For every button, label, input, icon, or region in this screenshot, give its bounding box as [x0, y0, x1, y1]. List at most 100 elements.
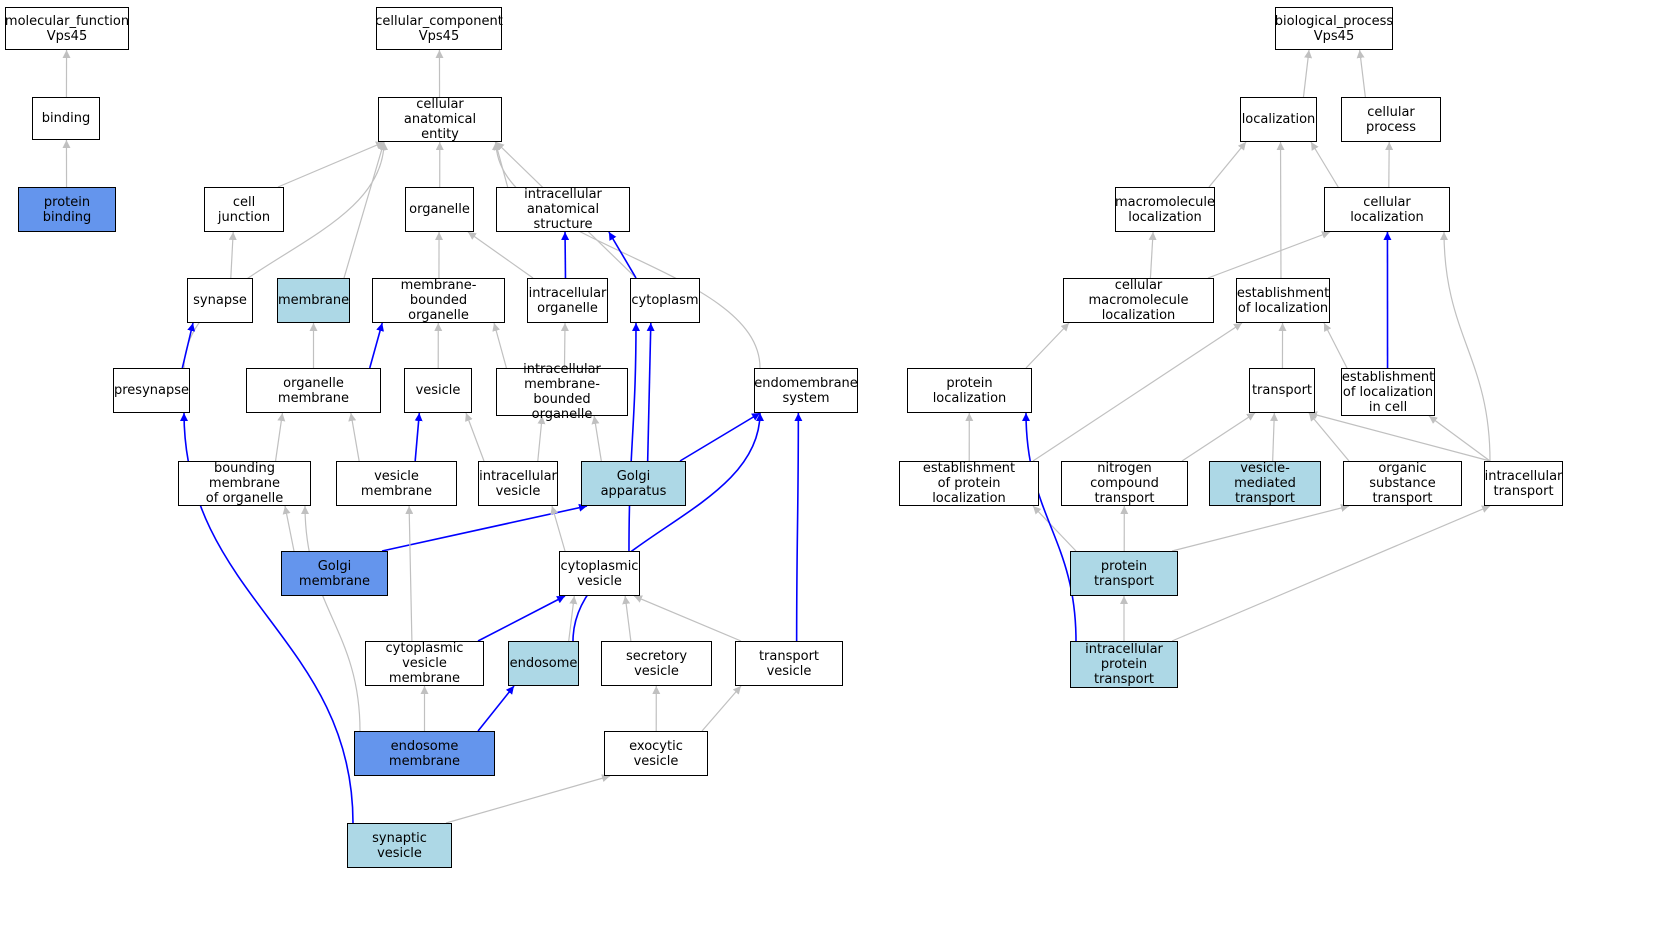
node-label: organelle	[409, 202, 470, 217]
node-label: protein transport	[1093, 558, 1155, 589]
node-organic-substance-transport[interactable]: organic substance transport	[1343, 461, 1462, 506]
edge-cytoplasmic-vesicle-to-intracellular-vesicle	[550, 505, 566, 552]
node-label: cell junction	[217, 194, 271, 225]
node-cell-junction[interactable]: cell junction	[204, 187, 284, 232]
node-label: secretory vesicle	[625, 648, 688, 679]
node-localization[interactable]: localization	[1240, 97, 1317, 142]
node-macromolecule-localization[interactable]: macromolecule localization	[1115, 187, 1215, 232]
node-intracellular-vesicle[interactable]: intracellular vesicle	[478, 461, 558, 506]
node-protein-transport[interactable]: protein transport	[1070, 551, 1178, 596]
node-binding[interactable]: binding	[32, 97, 100, 140]
node-label: intracellular anatomical structure	[524, 187, 602, 232]
edge-endosome-to-cytoplasmic-vesicle	[568, 595, 578, 642]
node-label: nitrogen compound transport	[1090, 461, 1159, 506]
node-cytoplasm[interactable]: cytoplasm	[630, 278, 700, 323]
edge-intracellular-vesicle-to-vesicle	[465, 412, 485, 462]
node-intracellular-protein-transport[interactable]: intracellular protein transport	[1070, 641, 1178, 688]
node-label: cellular_component Vps45	[375, 13, 503, 44]
node-label: biological_process Vps45	[1274, 13, 1394, 44]
node-cellular-localization[interactable]: cellular localization	[1324, 187, 1450, 232]
node-label: vesicle-mediated transport	[1234, 461, 1296, 506]
node-label: Golgi membrane	[298, 558, 371, 589]
edge-cellular-macromolecule-localization-to-cellular-localization	[1207, 231, 1331, 279]
edge-endosome-to-endomembrane-system	[572, 412, 764, 642]
node-membrane[interactable]: membrane	[277, 278, 350, 323]
node-protein-binding[interactable]: protein binding	[18, 187, 116, 232]
node-organelle-membrane[interactable]: organelle membrane	[246, 368, 381, 413]
node-endomembrane-system[interactable]: endomembrane system	[754, 368, 858, 413]
node-label: intracellular organelle	[528, 285, 607, 316]
node-transport-vesicle[interactable]: transport vesicle	[735, 641, 843, 686]
node-intracellular-transport[interactable]: intracellular transport	[1484, 461, 1563, 506]
edge-intracellular-protein-transport-to-intracellular-transport	[1171, 505, 1491, 642]
node-endosome-membrane[interactable]: endosome membrane	[354, 731, 495, 776]
node-protein-localization[interactable]: protein localization	[907, 368, 1032, 413]
edge-macromolecule-localization-to-localization	[1208, 141, 1247, 188]
node-synaptic-vesicle[interactable]: synaptic vesicle	[347, 823, 452, 868]
node-organelle[interactable]: organelle	[405, 187, 474, 232]
node-presynapse[interactable]: presynapse	[113, 368, 190, 413]
node-label: cytoplasm	[631, 293, 699, 308]
node-label: endosome membrane	[388, 738, 461, 769]
node-label: organelle membrane	[277, 375, 350, 406]
node-cellular-component[interactable]: cellular_component Vps45	[375, 7, 503, 50]
edge-cytoplasmic-vesicle-membrane-to-cytoplasmic-vesicle	[477, 595, 566, 642]
node-label: endosome	[509, 656, 578, 671]
node-label: cellular process	[1366, 104, 1416, 135]
node-label: cytoplasmic vesicle	[560, 558, 639, 589]
edge-exocytic-vesicle-to-transport-vesicle	[701, 685, 742, 732]
edge-presynapse-to-cellular-anatomical-entity	[183, 141, 388, 369]
node-intracellular-organelle[interactable]: intracellular organelle	[527, 278, 608, 323]
edge-cell-junction-to-cellular-anatomical-entity	[277, 141, 385, 188]
edge-cytoplasmic-vesicle-to-cytoplasm	[628, 322, 640, 552]
edge-localization-to-biological-process	[1302, 49, 1313, 98]
node-intracellular-mbo[interactable]: intracellular membrane-bounded organelle	[496, 362, 628, 422]
edge-organelle-membrane-to-membrane-bounded-organelle	[368, 322, 384, 369]
node-nitrogen-compound-transport[interactable]: nitrogen compound transport	[1061, 461, 1188, 506]
node-cytoplasmic-vesicle[interactable]: cytoplasmic vesicle	[559, 551, 640, 596]
node-synapse[interactable]: synapse	[187, 278, 253, 323]
node-transport[interactable]: transport	[1249, 368, 1315, 413]
node-bounding-membrane[interactable]: bounding membrane of organelle	[178, 461, 311, 506]
node-cellular-anatomical-entity[interactable]: cellular anatomical entity	[378, 97, 502, 142]
node-label: organic substance transport	[1369, 461, 1436, 506]
edge-transport-vesicle-to-cytoplasmic-vesicle	[633, 595, 742, 642]
node-label: protein binding	[42, 194, 92, 225]
node-cytoplasmic-vesicle-membrane[interactable]: cytoplasmic vesicle membrane	[365, 641, 484, 686]
node-label: transport vesicle	[758, 648, 820, 679]
node-label: Golgi apparatus	[600, 468, 667, 499]
node-secretory-vesicle[interactable]: secretory vesicle	[601, 641, 712, 686]
node-label: establishment of localization	[1236, 285, 1330, 316]
node-establishment-of-localization[interactable]: establishment of localization	[1236, 278, 1330, 323]
node-vesicle-mediated-transport[interactable]: vesicle-mediated transport	[1209, 461, 1321, 506]
edge-cellular-process-to-biological-process	[1356, 49, 1366, 98]
edge-cytoplasm-to-intracellular-anatomical-structure	[608, 231, 637, 279]
edge-intracellular-transport-to-cellular-localization	[1440, 231, 1491, 462]
edge-golgi-membrane-to-golgi-apparatus	[381, 503, 588, 552]
edge-endosome-membrane-to-endosome	[477, 685, 515, 732]
node-label: vesicle	[415, 383, 461, 398]
node-cellular-process[interactable]: cellular process	[1341, 97, 1441, 142]
node-membrane-bounded-organelle[interactable]: membrane-bounded organelle	[372, 278, 505, 323]
edge-cytoplasmic-vesicle-membrane-to-vesicle-membrane	[405, 505, 414, 642]
node-cellular-macromolecule-localization[interactable]: cellular macromolecule localization	[1063, 278, 1214, 323]
node-endosome[interactable]: endosome	[508, 641, 579, 686]
node-biological-process[interactable]: biological_process Vps45	[1275, 7, 1393, 50]
node-establishment-of-protein-localization[interactable]: establishment of protein localization	[899, 461, 1039, 506]
node-label: synaptic vesicle	[372, 830, 427, 861]
node-exocytic-vesicle[interactable]: exocytic vesicle	[604, 731, 708, 776]
edge-intracellular-transport-to-transport	[1308, 411, 1491, 462]
edge-membrane-to-cellular-anatomical-entity	[343, 141, 386, 279]
node-golgi-apparatus[interactable]: Golgi apparatus	[581, 461, 686, 506]
edge-synapse-to-cell-junction	[228, 231, 237, 279]
node-golgi-membrane[interactable]: Golgi membrane	[281, 551, 388, 596]
edge-golgi-apparatus-to-endomembrane-system	[679, 412, 761, 462]
node-label: macromolecule localization	[1115, 194, 1216, 225]
node-intracellular-anatomical-structure[interactable]: intracellular anatomical structure	[496, 187, 630, 232]
edge-transport-vesicle-to-endomembrane-system	[794, 412, 803, 642]
node-label: synapse	[193, 293, 247, 308]
node-molecular-function[interactable]: molecular_function Vps45	[5, 7, 129, 50]
node-vesicle-membrane[interactable]: vesicle membrane	[336, 461, 457, 506]
node-vesicle[interactable]: vesicle	[404, 368, 472, 413]
node-establishment-of-localization-in-cell[interactable]: establishment of localization in cell	[1341, 368, 1435, 416]
